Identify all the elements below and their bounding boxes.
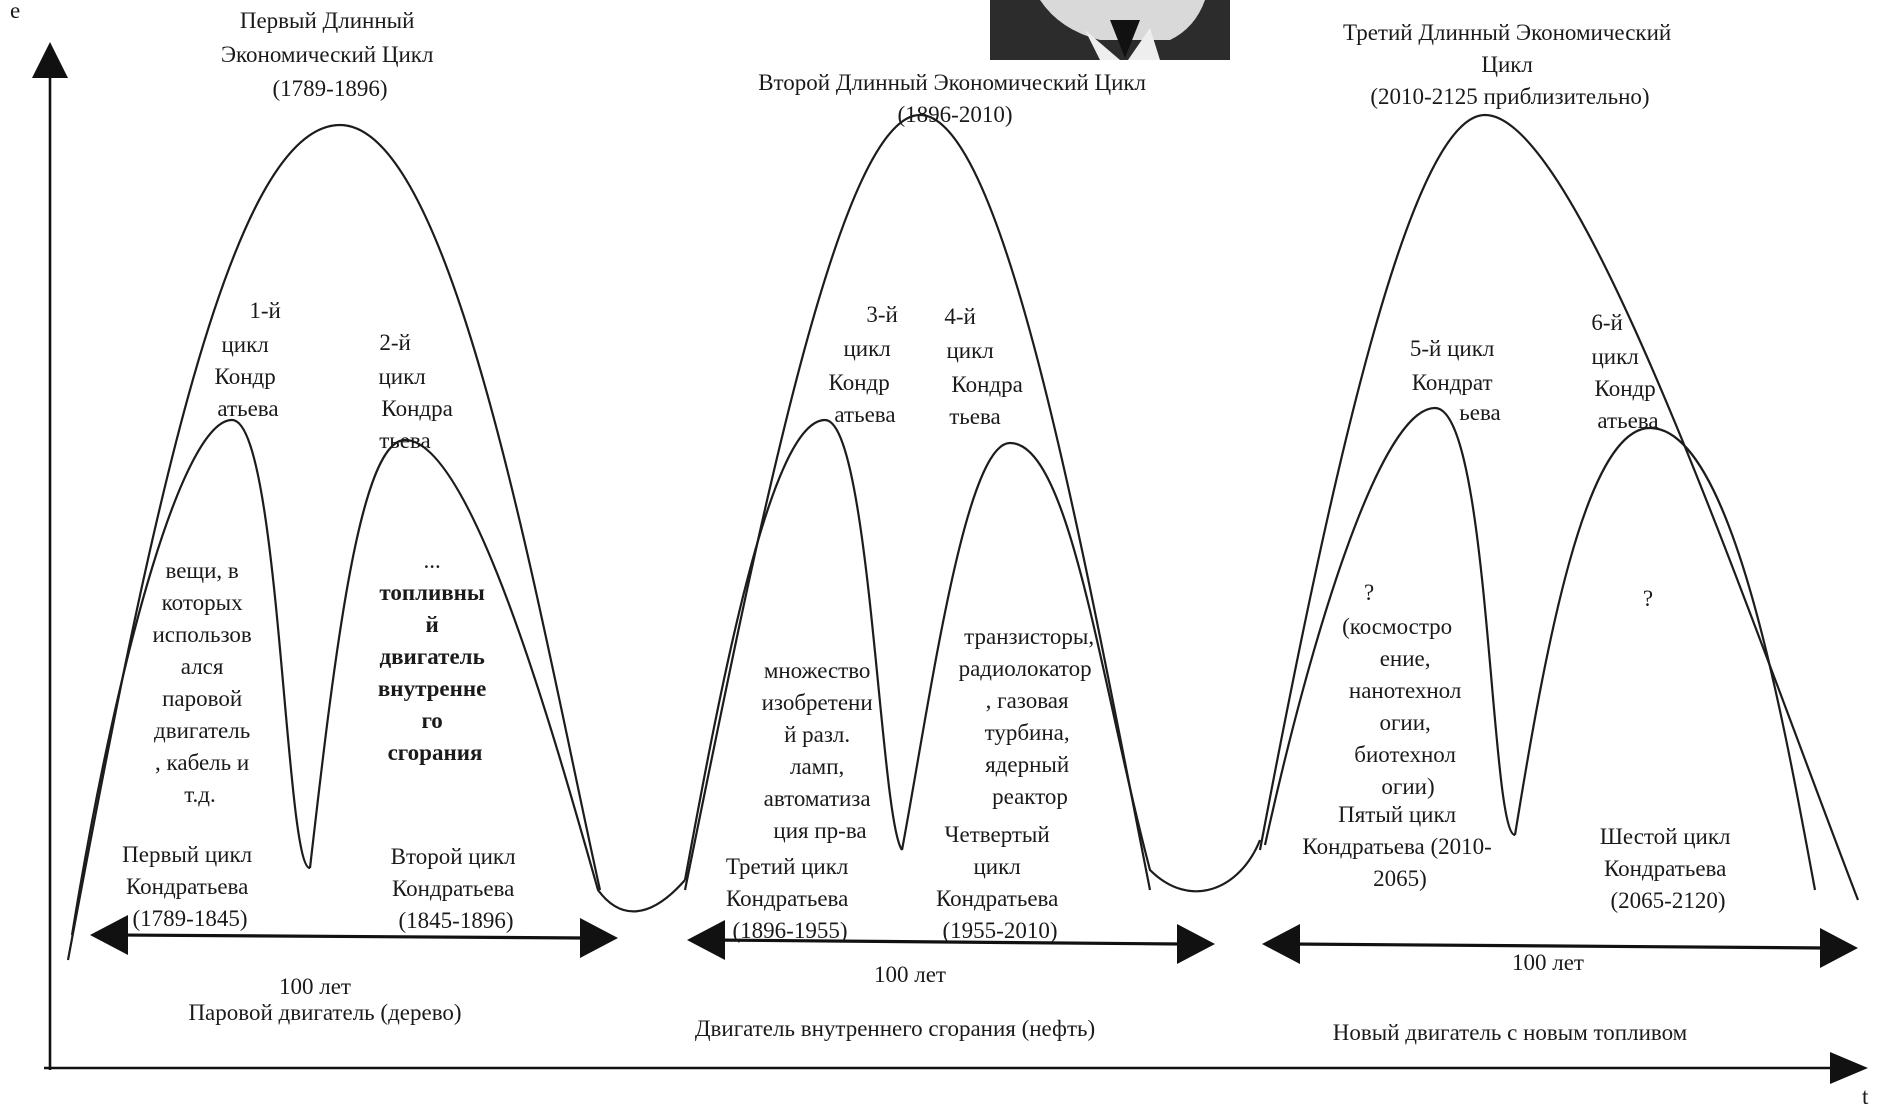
k6-number-label: 6-й цикл Кондр атьева	[1591, 310, 1661, 433]
x-axis-arrowhead	[1830, 1052, 1868, 1084]
long-cycle-2-span: 100 лет	[874, 962, 946, 987]
k5-content: ? (космостро ение, нанотехнол огии, биот…	[1342, 580, 1467, 799]
long-cycle-2-curve	[683, 113, 1152, 891]
long-cycle-3-span: 100 лет	[1512, 950, 1584, 975]
long-cycle-3-engine: Новый двигатель с новым топливом	[1333, 1020, 1688, 1045]
y-axis-label: e	[10, 0, 20, 23]
span-arrows	[90, 915, 1858, 968]
axes: e t	[10, 0, 1869, 1109]
k2-number-label: 2-й цикл Кондра тьева	[378, 330, 458, 453]
span-arrow-1	[90, 915, 618, 958]
k5-curve	[1263, 406, 1516, 846]
k6-curve	[1513, 426, 1817, 891]
k3-name: Третий цикл Кондратьева (1896-1955)	[726, 854, 854, 943]
k5-number-label: 5-й цикл Кондрат ьева	[1410, 336, 1501, 425]
k1-number-label: 1-й цикл Кондр атьева	[215, 298, 287, 421]
k3-number-label: 3-й цикл Кондр атьева	[829, 302, 904, 427]
k1-name: Первый цикл Кондратьева (1789-1845)	[122, 842, 258, 931]
k2-curve	[308, 438, 686, 913]
k4-number-label: 4-й цикл Кондра тьева	[944, 304, 1028, 429]
kondratiev-names: Первый цикл Кондратьева (1789-1845) Втор…	[122, 802, 1737, 943]
engine-labels: Паровой двигатель (дерево) Двигатель вну…	[188, 1000, 1687, 1045]
long-cycle-3-curve	[1258, 113, 1860, 901]
long-cycle-3-title: Третий Длинный Экономический Цикл (2010-…	[1343, 20, 1677, 109]
span-labels: 100 лет 100 лет 100 лет	[279, 950, 1584, 999]
span-arrow-3	[1262, 924, 1858, 968]
long-cycle-2-engine: Двигатель внутреннего сгорания (нефть)	[695, 1016, 1095, 1041]
k4-content: транзисторы, радиолокатор , газовая турб…	[959, 624, 1100, 809]
y-axis-arrowhead	[32, 42, 68, 78]
kondratiev-number-labels: 1-й цикл Кондр атьева 2-й цикл Кондра ть…	[215, 298, 1661, 453]
span-arrow-2	[687, 920, 1215, 964]
k1-curve	[70, 418, 312, 936]
long-cycle-1-span: 100 лет	[279, 974, 351, 999]
k1-content: вещи, в которых использов ался паровой д…	[152, 558, 257, 807]
x-axis-label: t	[1862, 1084, 1869, 1105]
k5-name: Пятый цикл Кондратьева (2010- 2065)	[1302, 802, 1497, 891]
kondratiev-curves	[70, 406, 1817, 936]
portrait-photo	[990, 0, 1230, 60]
long-cycle-titles: Первый Длинный Экономический Цикл (1789-…	[221, 8, 1677, 127]
k6-name: Шестой цикл Кондратьева (2065-2120)	[1600, 824, 1737, 913]
long-cycle-2-title: Второй Длинный Экономический Цикл (1896-…	[758, 70, 1152, 127]
long-cycle-1-title: Первый Длинный Экономический Цикл (1789-…	[221, 8, 439, 101]
k4-curve	[900, 441, 1262, 893]
k6-content: ?	[1643, 586, 1653, 611]
long-cycle-1-curve	[66, 123, 602, 961]
k3-content: множество изобретени й разл. ламп, автом…	[762, 658, 879, 843]
k2-name: Второй цикл Кондратьева (1845-1896)	[391, 844, 522, 933]
k2-content: ... топливны й двигатель внутренне го сг…	[378, 548, 492, 765]
long-cycle-1-engine: Паровой двигатель (дерево)	[188, 1000, 461, 1025]
k4-name: Четвертый цикл Кондратьева (1955-2010)	[936, 822, 1064, 943]
k3-curve	[683, 418, 903, 881]
kondratiev-contents: вещи, в которых использов ался паровой д…	[152, 548, 1653, 843]
